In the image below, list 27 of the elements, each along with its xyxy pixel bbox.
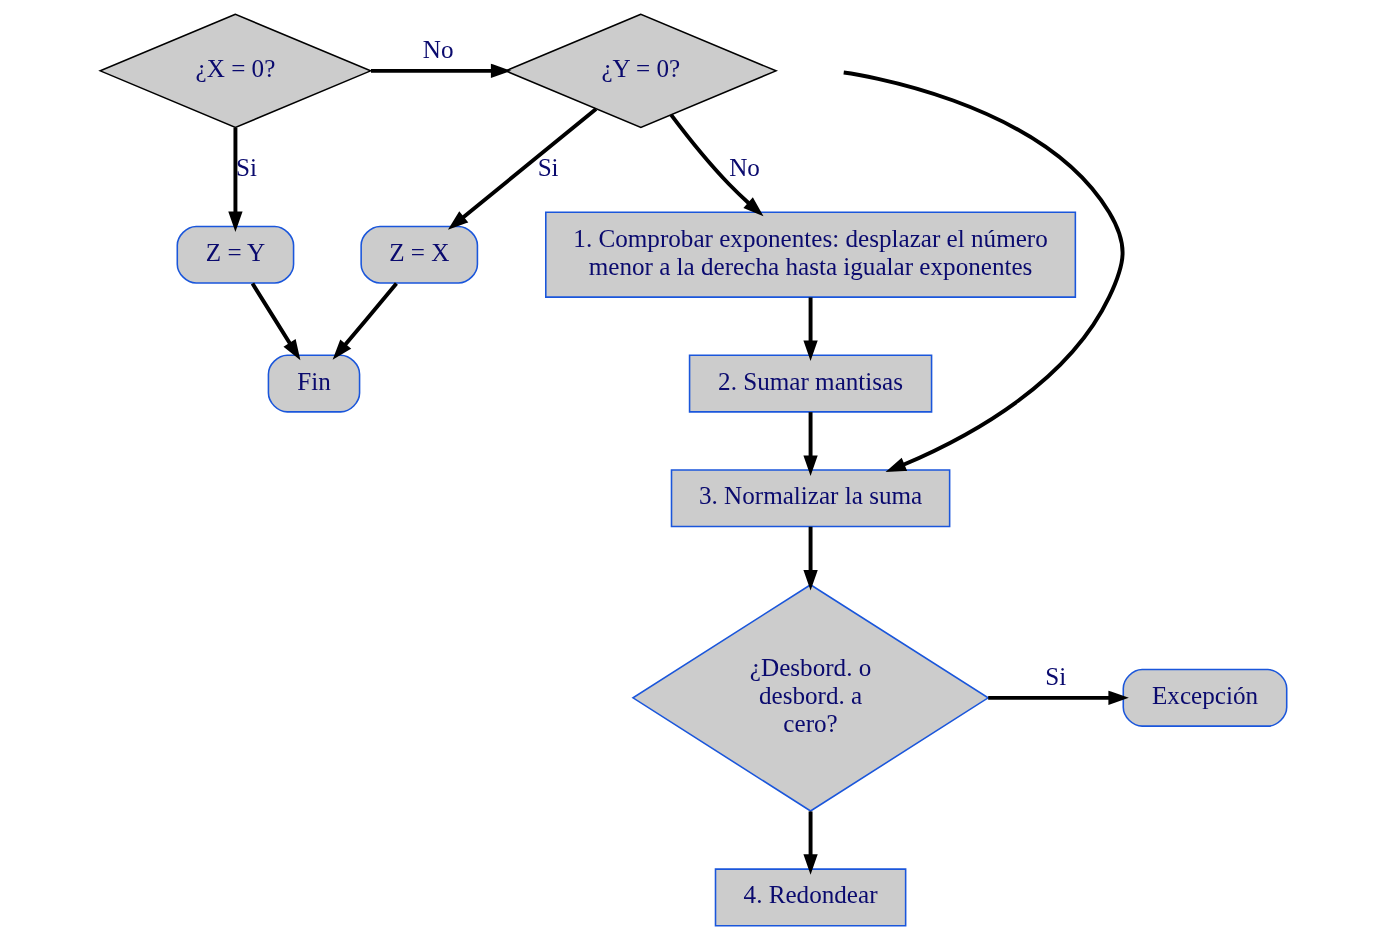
arrow bbox=[803, 526, 818, 591]
edge-label: No bbox=[729, 153, 760, 181]
node-box: 2. Sumar mantisas bbox=[688, 354, 933, 413]
arrow bbox=[371, 63, 512, 79]
arrow bbox=[250, 282, 301, 361]
node-box: Z = Y bbox=[176, 225, 295, 284]
edge-label: No bbox=[422, 35, 454, 63]
node-diamond: ¿X = 0? bbox=[98, 13, 373, 129]
arrow bbox=[447, 107, 598, 230]
arrow bbox=[228, 127, 243, 232]
arrow bbox=[803, 412, 818, 476]
node-box: Fin bbox=[267, 354, 361, 413]
node-box: 3. Normalizar la suma bbox=[670, 469, 951, 528]
arrow bbox=[988, 690, 1129, 706]
node-diamond: ¿Desbord. o desbord. a cero? bbox=[631, 583, 990, 812]
edge-label: Si bbox=[1045, 662, 1067, 690]
arrow bbox=[843, 70, 1125, 473]
arrow bbox=[803, 811, 818, 875]
edge-label: Si bbox=[235, 153, 257, 181]
node-box: 1. Comprobar exponentes: desplazar el número menor a la derecha hasta igualar exponentes bbox=[545, 211, 1077, 298]
arrow bbox=[803, 297, 818, 361]
arrow bbox=[332, 282, 398, 360]
edge-label: Si bbox=[537, 153, 559, 181]
node-box: Excepción bbox=[1122, 668, 1288, 727]
node-box: Z = X bbox=[360, 225, 479, 284]
arrow bbox=[669, 113, 764, 217]
node-box: 4. Redondear bbox=[714, 868, 907, 927]
